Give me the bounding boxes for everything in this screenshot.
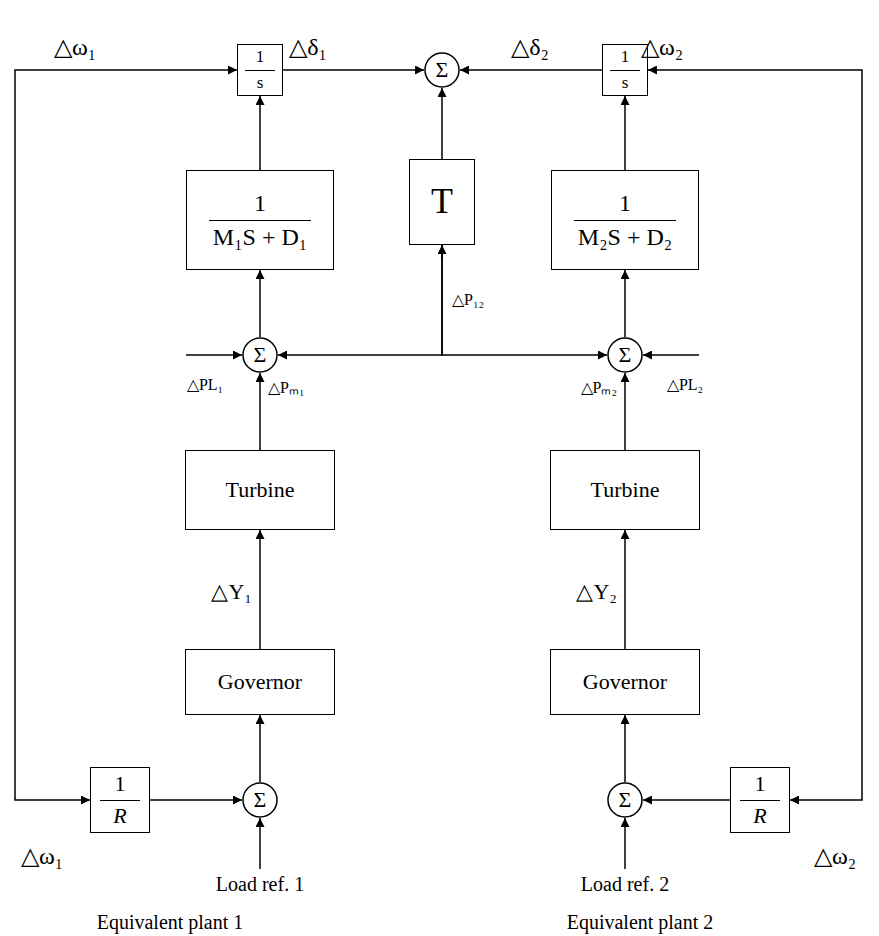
signal-name: △P₁₂	[452, 291, 484, 309]
input-label: Load ref. 2	[581, 873, 669, 895]
signal-connector	[150, 799, 242, 801]
signal-connector	[259, 270, 261, 337]
reference-input-arrow	[259, 818, 261, 869]
block-name: Turbine	[226, 478, 295, 502]
signal-name: △Pₘ₁	[268, 379, 304, 397]
fraction-bar	[610, 70, 641, 71]
signal-name: △ω₂	[641, 34, 683, 60]
denominator: M₂S + D₂	[578, 224, 672, 250]
signal-name: △ω₂	[814, 843, 856, 869]
sum-symbol: Σ	[619, 788, 632, 812]
sum-symbol: Σ	[436, 58, 449, 82]
sum-symbol: Σ	[254, 788, 267, 812]
block-name: Governor	[583, 670, 667, 694]
signal-connector	[259, 373, 261, 450]
inertia-block: 1M₂S + D₂	[551, 170, 699, 270]
numerator: 1	[755, 772, 766, 796]
signal-name: △PL₂	[667, 376, 703, 394]
numerator: 1	[115, 772, 126, 796]
load-disturbance-arrow	[186, 354, 242, 356]
reference-input-arrow	[624, 818, 626, 869]
summing-junction: Σ	[607, 782, 643, 818]
fraction-bar	[209, 220, 311, 221]
sum-symbol: Σ	[619, 343, 632, 367]
turbine-block: Turbine	[185, 450, 335, 530]
signal-connector	[624, 96, 626, 170]
signal-connector	[624, 373, 626, 450]
numerator: 1	[619, 190, 631, 216]
signal-connector	[259, 715, 261, 782]
turbine-block: Turbine	[550, 450, 700, 530]
block-name: T	[431, 182, 453, 222]
signal-name: △δ₁	[289, 34, 327, 60]
governor-block: Governor	[185, 649, 335, 715]
signal-connector	[259, 96, 261, 170]
integrator-block: 1s	[237, 44, 283, 96]
signal-connector	[624, 715, 626, 782]
block-name: Governor	[218, 670, 302, 694]
signal-name: △Y₂	[576, 580, 617, 604]
plant-label: Equivalent plant 1	[97, 911, 244, 933]
signal-name: △ω₁	[54, 34, 96, 60]
input-label: Load ref. 1	[216, 873, 304, 895]
signal-connector	[624, 530, 626, 649]
denominator: R	[753, 804, 766, 828]
droop-block: 1R	[730, 767, 790, 833]
plant-label: Equivalent plant 2	[567, 911, 714, 933]
numerator: 1	[621, 48, 630, 67]
summing-junction: Σ	[242, 337, 278, 373]
signal-name: △PL₁	[187, 376, 223, 394]
sum-symbol: Σ	[254, 343, 267, 367]
signal-connector	[643, 799, 730, 801]
signal-connector	[624, 270, 626, 337]
signal-name: △δ₂	[511, 34, 549, 60]
signal-connector	[460, 69, 602, 71]
fraction-bar	[574, 220, 676, 221]
summing-junction: Σ	[424, 52, 460, 88]
denominator: M₁S + D₁	[213, 224, 307, 250]
signal-name: △Pₘ₂	[581, 379, 617, 397]
denominator: R	[113, 804, 126, 828]
signal-connector	[259, 530, 261, 649]
signal-name: △ω₁	[21, 843, 63, 869]
tie-line-input-arrow	[441, 245, 443, 259]
governor-block: Governor	[550, 649, 700, 715]
signal-connector	[441, 88, 443, 159]
inertia-block: 1M₁S + D₁	[186, 170, 334, 270]
droop-block: 1R	[90, 767, 150, 833]
summing-junction: Σ	[607, 337, 643, 373]
numerator: 1	[256, 48, 265, 67]
fraction-bar	[100, 800, 141, 801]
summing-junction: Σ	[242, 782, 278, 818]
load-disturbance-arrow	[643, 354, 699, 356]
denominator: s	[622, 74, 629, 93]
fraction-bar	[245, 70, 276, 71]
numerator: 1	[254, 190, 266, 216]
tie-line-block: T	[409, 159, 475, 245]
denominator: s	[257, 74, 264, 93]
signal-connector	[283, 69, 424, 71]
block-name: Turbine	[591, 478, 660, 502]
signal-name: △Y₁	[211, 580, 252, 604]
fraction-bar	[740, 800, 781, 801]
